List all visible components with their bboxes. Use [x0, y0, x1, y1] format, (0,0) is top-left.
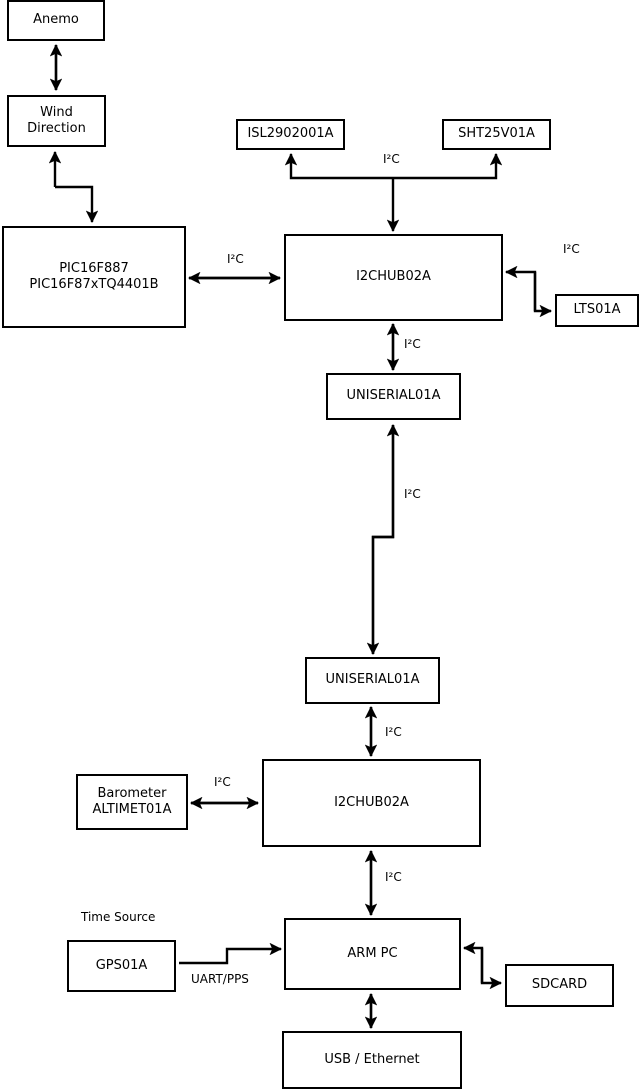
node-barometer-altimet01a[interactable]: Barometer ALTIMET01A	[76, 774, 188, 830]
edge-label-gps-armpc: UART/PPS	[191, 972, 249, 986]
node-wind-direction[interactable]: Wind Direction	[7, 95, 106, 147]
connector-uniserial-link-up	[371, 424, 400, 654]
node-usb-ethernet-label: USB / Ethernet	[324, 1051, 420, 1067]
edge-label-hub-lts: I²C	[563, 242, 580, 256]
node-lts01a[interactable]: LTS01A	[555, 294, 639, 327]
node-lts01a-label: LTS01A	[573, 302, 621, 318]
node-uniserial01a-top[interactable]: UNISERIAL01A	[326, 373, 461, 420]
node-sht25v01a-label: SHT25V01A	[458, 126, 535, 142]
connector-sdcard-armpc-in	[463, 941, 484, 983]
edge-label-uniserial-hub2: I²C	[385, 725, 402, 739]
node-sht25v01a[interactable]: SHT25V01A	[442, 119, 551, 150]
connector-hub-bus-sht	[393, 153, 503, 180]
node-gps01a-label: GPS01A	[95, 957, 148, 973]
node-isl2902001a[interactable]: ISL2902001A	[236, 119, 345, 150]
connector-uniserial-link-down	[366, 425, 395, 655]
node-isl2902001a-label: ISL2902001A	[247, 126, 334, 142]
edge-label-hub-sensors: I²C	[383, 152, 400, 166]
node-i2chub02a-bottom-label: I2CHUB02A	[334, 794, 409, 810]
node-uniserial01a-bottom[interactable]: UNISERIAL01A	[305, 657, 440, 704]
node-uniserial01a-top-label: UNISERIAL01A	[346, 388, 441, 404]
edge-label-uniserial-link: I²C	[404, 487, 421, 501]
connector-armpc-sdcard-out	[480, 948, 502, 990]
node-pic-mcu[interactable]: PIC16F887 PIC16F87xTQ4401B	[2, 226, 186, 328]
node-arm-pc-label: ARM PC	[347, 945, 398, 961]
node-anemo[interactable]: Anemo	[7, 0, 105, 41]
node-arm-pc[interactable]: ARM PC	[284, 918, 461, 990]
connector-hub-bus-isl	[284, 153, 393, 180]
node-sdcard[interactable]: SDCARD	[505, 964, 614, 1007]
node-wind-direction-label: Wind Direction	[27, 104, 86, 136]
connector-hub-lts-out	[505, 265, 537, 311]
node-i2chub02a-top[interactable]: I2CHUB02A	[284, 234, 503, 321]
connector-gps-armpc	[179, 942, 282, 965]
node-barometer-altimet01a-label: Barometer ALTIMET01A	[92, 785, 172, 817]
edge-label-baro-hub2: I²C	[214, 775, 231, 789]
node-pic-mcu-label: PIC16F887 PIC16F87xTQ4401B	[29, 260, 159, 292]
label-time-source: Time Source	[81, 910, 156, 924]
edge-label-pic-hub: I²C	[227, 252, 244, 266]
edge-label-hub2-armpc: I²C	[385, 870, 402, 884]
node-usb-ethernet[interactable]: USB / Ethernet	[282, 1031, 462, 1089]
node-gps01a[interactable]: GPS01A	[67, 940, 176, 992]
connector-lts-hub-in	[533, 272, 552, 318]
node-uniserial01a-bottom-label: UNISERIAL01A	[325, 672, 420, 688]
edge-label-hub-uniserial: I²C	[404, 337, 421, 351]
node-i2chub02a-bottom[interactable]: I2CHUB02A	[262, 759, 481, 847]
node-i2chub02a-top-label: I2CHUB02A	[356, 269, 431, 285]
node-sdcard-label: SDCARD	[531, 977, 588, 993]
connector-wind-pic-down	[55, 185, 99, 223]
node-anemo-label: Anemo	[33, 12, 79, 28]
